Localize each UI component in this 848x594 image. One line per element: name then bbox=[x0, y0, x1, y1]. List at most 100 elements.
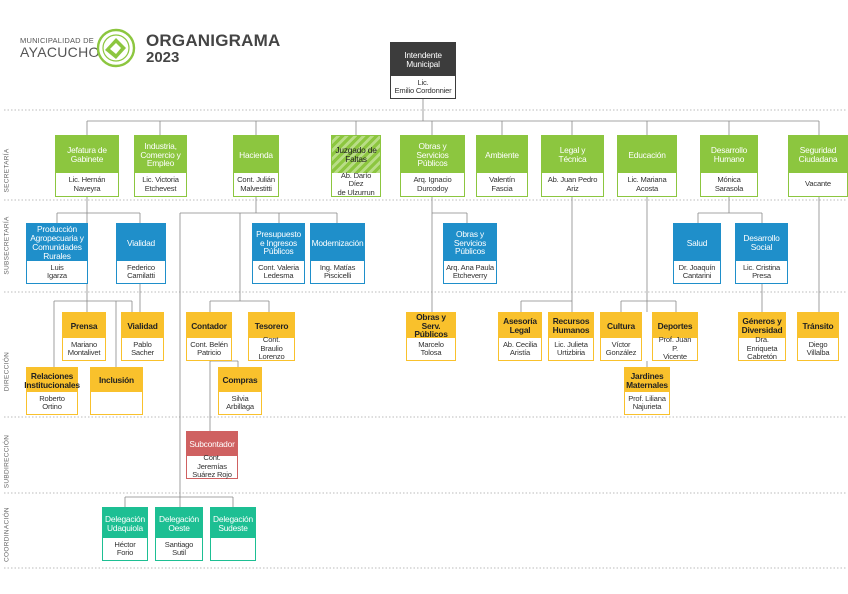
ayacucho-logo-mark bbox=[96, 28, 136, 68]
node-title: Prensa bbox=[70, 320, 98, 331]
node-person: Héctor Forio bbox=[103, 538, 147, 560]
node-person: Dr. Joaquín Cantarini bbox=[674, 261, 720, 283]
node-produccion: Producción Agropecuaria y Comunidades Ru… bbox=[26, 223, 88, 284]
node-educacion: Educación Lic. Mariana Acosta bbox=[617, 135, 677, 197]
node-jardines: Jardines Maternales Prof. Liliana Najuri… bbox=[624, 367, 670, 415]
node-obras: Obras y Servicios Públicos Arq. Ignacio … bbox=[400, 135, 465, 197]
node-title: Obras y Servicios Públicos bbox=[453, 228, 487, 257]
node-obras-sub: Obras y Servicios Públicos Arq. Ana Paul… bbox=[443, 223, 497, 284]
node-title: Relaciones Institucionales bbox=[24, 370, 80, 390]
node-compras: Compras Silvia Arbillaga bbox=[218, 367, 262, 415]
node-person: Lic. Julieta Urtizbiria bbox=[549, 338, 593, 360]
node-title: Industria, Comercio y Empleo bbox=[140, 140, 181, 169]
node-contador: Contador Cont. Belén Patricio bbox=[186, 312, 232, 361]
node-title: Modernización bbox=[311, 237, 364, 248]
node-person: Pablo Sacher bbox=[122, 338, 163, 360]
node-title: Asesoría Legal bbox=[503, 316, 537, 335]
chart-year: 2023 bbox=[146, 49, 180, 66]
node-person: Cont. Jeremías Suárez Rojo bbox=[187, 453, 237, 479]
node-person: Luis Igarza bbox=[27, 261, 87, 283]
node-title: Producción Agropecuaria y Comunidades Ru… bbox=[30, 224, 84, 261]
node-title: Inclusión bbox=[99, 375, 134, 386]
node-inclusion: Inclusión bbox=[90, 367, 143, 415]
node-title: Géneros y Diversidad bbox=[741, 316, 783, 335]
node-obras-dir: Obras y Serv. Públicos Marcelo Tolosa bbox=[406, 312, 456, 361]
node-ambiente: Ambiente Valentín Fascia bbox=[476, 135, 528, 197]
node-person: Diego Villalba bbox=[798, 338, 838, 360]
node-title: Educación bbox=[628, 149, 666, 160]
node-title: Jardines Maternales bbox=[626, 370, 668, 390]
node-relaciones: Relaciones Institucionales Roberto Ortin… bbox=[24, 367, 80, 415]
node-person: Mariano Montalivet bbox=[63, 338, 105, 360]
node-title: Delegación Oeste bbox=[159, 513, 199, 533]
level-label-subsecretaria: SUBSECRETARÍA bbox=[3, 216, 11, 275]
node-person: Lic. Emilio Cordonnier bbox=[391, 76, 455, 98]
node-vialidad-sub: Vialidad Federico Camilatti bbox=[116, 223, 166, 284]
node-person: Lic. Victoria Etchevest bbox=[135, 173, 186, 196]
node-title: Tesorero bbox=[254, 320, 289, 331]
node-industria: Industria, Comercio y Empleo Lic. Victor… bbox=[134, 135, 187, 197]
node-person bbox=[91, 392, 142, 414]
node-legal: Legal y Técnica Ab. Juan Pedro Ariz bbox=[541, 135, 604, 197]
node-title: Desarrollo Social bbox=[743, 233, 780, 252]
node-salud: Salud Dr. Joaquín Cantarini bbox=[673, 223, 721, 284]
node-delegacion-udaquiola: Delegación Udaquiola Héctor Forio bbox=[102, 507, 148, 561]
node-title: Desarrollo Humano bbox=[710, 145, 748, 164]
node-delegacion-sudeste: Delegación Sudeste bbox=[210, 507, 256, 561]
node-person: Ab. Darío Díez de Ulzurrun bbox=[332, 171, 380, 197]
node-person bbox=[211, 538, 255, 560]
node-title: Contador bbox=[191, 320, 227, 331]
node-title: Salud bbox=[686, 237, 708, 248]
node-title: Tránsito bbox=[802, 320, 834, 331]
node-title: Recursos Humanos bbox=[552, 316, 590, 335]
node-person: Federico Camilatti bbox=[117, 261, 165, 283]
node-person: Valentín Fascia bbox=[477, 173, 527, 196]
node-title: Vialidad bbox=[126, 237, 156, 248]
node-title: Obras y Serv. Públicos bbox=[414, 311, 448, 340]
node-person: Cont. Braulio Lorenzo bbox=[249, 335, 294, 361]
node-desarrollo-humano: Desarrollo Humano Mónica Sarasola bbox=[700, 135, 758, 197]
municipality-name: AYACUCHO bbox=[20, 44, 100, 60]
node-title: Juzgado de Faltas bbox=[335, 145, 377, 164]
node-person: Roberto Ortino bbox=[27, 392, 77, 414]
node-person: Lic. Hernán Naveyra bbox=[56, 173, 118, 196]
node-person: Mónica Sarasola bbox=[701, 173, 757, 196]
node-person: Arq. Ignacio Durcodoy bbox=[401, 173, 464, 196]
node-person: Silvia Arbillaga bbox=[219, 392, 261, 414]
chart-title: ORGANIGRAMA bbox=[146, 31, 281, 50]
node-tesorero: Tesorero Cont. Braulio Lorenzo bbox=[248, 312, 295, 361]
node-person: Cont. Belén Patricio bbox=[187, 338, 231, 360]
node-person: Arq. Ana Paula Etcheverry bbox=[444, 261, 496, 283]
node-asesoria: Asesoría Legal Ab. Cecilia Aristía bbox=[498, 312, 542, 361]
node-title: Deportes bbox=[657, 320, 693, 331]
node-hacienda: Hacienda Cont. Julián Malvestitti bbox=[233, 135, 279, 197]
node-title: Cultura bbox=[607, 320, 635, 331]
node-person: Ab. Cecilia Aristía bbox=[499, 338, 541, 360]
node-person: Cont. Julián Malvestitti bbox=[234, 173, 278, 196]
level-label-coordinacion: COORDINACIÓN bbox=[3, 507, 11, 562]
node-title: Seguridad Ciudadana bbox=[798, 145, 838, 164]
node-title: Legal y Técnica bbox=[558, 145, 587, 164]
node-title: Delegación Udaquiola bbox=[105, 513, 145, 533]
node-title: Ambiente bbox=[485, 149, 519, 160]
node-person: Vacante bbox=[789, 173, 847, 196]
node-title: Obras y Servicios Públicos bbox=[416, 140, 449, 169]
node-seguridad: Seguridad Ciudadana Vacante bbox=[788, 135, 848, 197]
node-person: Ing. Matías Piscicelli bbox=[311, 261, 364, 283]
node-modernizacion: Modernización Ing. Matías Piscicelli bbox=[310, 223, 365, 284]
node-cultura: Cultura Víctor González bbox=[600, 312, 642, 361]
node-desarrollo-social: Desarrollo Social Lic. Cristina Presa bbox=[735, 223, 788, 284]
node-title: Compras bbox=[222, 375, 258, 386]
node-person: Dra. Enriqueta Cabretón bbox=[739, 335, 785, 361]
node-person: Prof. Juan P. Vicente bbox=[653, 335, 697, 361]
node-rrhh: Recursos Humanos Lic. Julieta Urtizbiria bbox=[548, 312, 594, 361]
node-person: Lic. Cristina Presa bbox=[736, 261, 787, 283]
node-subcontador: Subcontador Cont. Jeremías Suárez Rojo bbox=[186, 431, 238, 479]
hierarchy-lines bbox=[53, 99, 820, 507]
municipality-logo: MUNICIPALIDAD DE AYACUCHO bbox=[20, 28, 140, 70]
node-presupuesto: Presupuesto e Ingresos Públicos Cont. Va… bbox=[252, 223, 305, 284]
node-generos: Géneros y Diversidad Dra. Enriqueta Cabr… bbox=[738, 312, 786, 361]
node-title: Intendente Municipal bbox=[404, 50, 442, 69]
node-title: Delegación Sudeste bbox=[213, 513, 253, 533]
